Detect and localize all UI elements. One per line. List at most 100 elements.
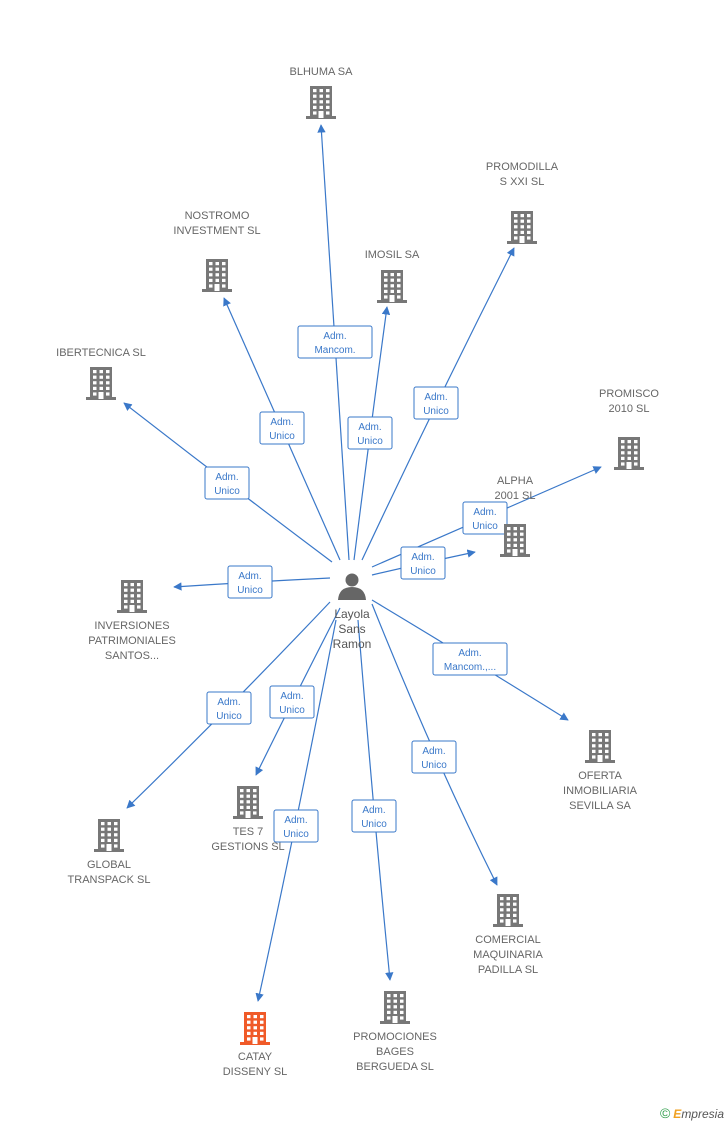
role-badge[interactable] [347, 416, 393, 450]
edge-inversiones[interactable]: Adm. Unico [173, 565, 331, 599]
company-label: PROMISCO 2010 SL [599, 388, 659, 415]
company-label: IBERTECNICA SL [56, 347, 146, 359]
edge-ibertecnica[interactable]: Adm. Unico [123, 402, 333, 563]
role-badge[interactable] [269, 685, 315, 719]
role-label-line: Mancom.,... [444, 662, 496, 673]
role-badge[interactable] [400, 546, 446, 580]
role-badge[interactable] [259, 411, 305, 445]
copyright-icon: © [659, 1105, 671, 1121]
role-label-line: Unico [216, 711, 242, 722]
role-label-line: Unico [214, 486, 240, 497]
role-label: Adm. Mancom.,... [444, 648, 496, 673]
role-label-line: Adm. [458, 648, 481, 659]
edge-alpha[interactable]: Adm.Unico [371, 546, 476, 580]
company-label-line: COMERCIAL [475, 934, 540, 946]
role-label-line: Adm. [215, 472, 238, 483]
building-icon[interactable] [233, 786, 263, 819]
building-icon[interactable] [585, 730, 615, 763]
role-label-line: Adm. [280, 691, 303, 702]
edge-global[interactable]: Adm. Unico [126, 601, 331, 809]
edge-blhuma[interactable]: Adm.Mancom. [297, 124, 373, 561]
building-icon[interactable] [614, 437, 644, 470]
building-icon[interactable] [240, 1012, 270, 1045]
company-label: BLHUMA SA [290, 66, 354, 78]
building-icon[interactable] [94, 819, 124, 852]
company-promisco[interactable]: PROMISCO 2010 SL [599, 388, 659, 470]
company-label: IMOSIL SA [365, 249, 420, 261]
edge-imosil[interactable]: Adm.Unico [347, 306, 393, 561]
company-label-line: INMOBILIARIA [563, 785, 638, 797]
role-label-line: Adm. [358, 422, 381, 433]
role-label-line: Adm. [238, 571, 261, 582]
building-icon[interactable] [507, 211, 537, 244]
building-icon[interactable] [377, 270, 407, 303]
building-icon[interactable] [86, 367, 116, 400]
company-label-line: PROMISCO [599, 388, 659, 400]
building-icon[interactable] [380, 991, 410, 1024]
company-blhuma[interactable]: BLHUMA SA [290, 66, 354, 119]
building-icon[interactable] [117, 580, 147, 613]
company-label-line: GLOBAL [87, 859, 131, 871]
edge-promociones[interactable]: Adm.Unico [351, 619, 397, 981]
edge-catay[interactable]: Adm.Unico [255, 619, 337, 1002]
company-label-line: ALPHA [497, 475, 534, 487]
building-icon[interactable] [306, 86, 336, 119]
role-label-line: Adm. [411, 552, 434, 563]
edge-tes7[interactable]: Adm.Unico [255, 607, 341, 776]
building-icon[interactable] [500, 524, 530, 557]
role-label: Adm.Unico [421, 746, 447, 771]
building-icon[interactable] [493, 894, 523, 927]
role-label-line: Adm. [424, 392, 447, 403]
company-label-line: PADILLA SL [478, 964, 538, 976]
person-name-line: Layola [334, 607, 370, 621]
building-icon[interactable] [202, 259, 232, 292]
role-badge[interactable] [204, 466, 250, 500]
role-badge[interactable] [297, 325, 373, 359]
company-ibertecnica[interactable]: IBERTECNICA SL [56, 347, 146, 400]
edge-oferta[interactable]: Adm. Mancom.,... [371, 599, 569, 721]
role-badge[interactable] [206, 691, 252, 725]
role-badge[interactable] [413, 386, 459, 420]
company-label-line: OFERTA [578, 770, 622, 782]
empresia-watermark: ©Empresia [660, 1105, 724, 1121]
edge-nostromo[interactable]: Adm.Unico [223, 297, 341, 561]
role-badge[interactable] [411, 740, 457, 774]
edge-promodilla[interactable]: Adm.Unico [361, 247, 515, 561]
role-badge[interactable] [351, 799, 397, 833]
role-badge[interactable] [462, 501, 508, 535]
role-badge[interactable] [227, 565, 273, 599]
edge-comercial[interactable]: Adm.Unico [371, 603, 498, 886]
role-label: Adm.Unico [472, 507, 498, 532]
edge-promisco[interactable]: Adm.Unico [371, 466, 602, 568]
company-label-line: SANTOS... [105, 650, 159, 662]
role-label-line: Adm. [323, 331, 346, 342]
role-badge[interactable] [432, 642, 508, 676]
company-label-line: 2010 SL [609, 403, 650, 415]
company-label-line: CATAY [238, 1051, 273, 1063]
company-imosil[interactable]: IMOSIL SA [365, 249, 420, 303]
role-badge[interactable] [273, 809, 319, 843]
role-label-line: Unico [237, 585, 263, 596]
role-label: Adm.Unico [269, 417, 295, 442]
